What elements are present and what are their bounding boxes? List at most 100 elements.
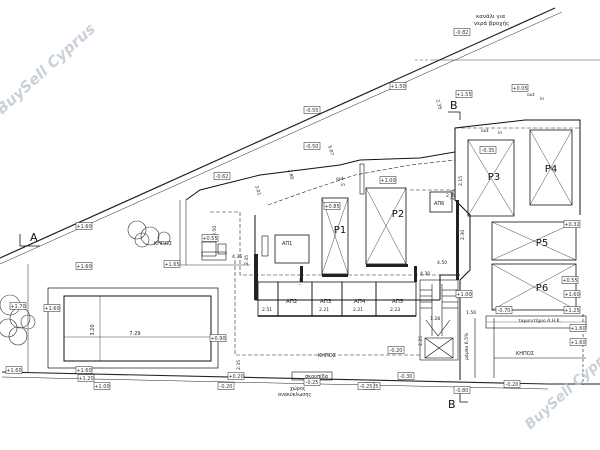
level-tag: +1.00 xyxy=(93,382,111,390)
irrigation-note-line2: νερά βροχής xyxy=(474,20,509,27)
level-tag-text: +0.55 xyxy=(202,236,217,242)
dim-2-30: 2.30 xyxy=(460,230,466,240)
level-tag: +1.50 xyxy=(389,82,407,90)
parking-p6-label: P6 xyxy=(536,283,548,294)
dim-4-36: 4.36 xyxy=(232,254,242,260)
dim-3-01: 3.01 xyxy=(253,185,262,197)
out-label-2: out xyxy=(481,128,489,134)
level-tag: -0.20 xyxy=(387,346,405,354)
level-tag: -0.20 xyxy=(503,380,521,388)
level-tag: +0.55 xyxy=(201,234,219,242)
dim-2-21b: 2.21 xyxy=(353,307,363,313)
level-tag: +1.70 xyxy=(9,302,27,310)
level-tag-text: -0.82 xyxy=(456,30,469,36)
recycling-note-line2: ανακύκλωσης xyxy=(278,391,311,398)
storage-ap3-label: ΑΠ3 xyxy=(320,299,332,305)
level-tag: -0.62 xyxy=(213,172,231,180)
garden-bottom-label: ΚΗΠΟΣ xyxy=(318,353,336,359)
level-tag: -0.35 xyxy=(479,146,497,154)
level-tag: +0.55 xyxy=(561,276,579,284)
in-label-3: in xyxy=(341,182,345,188)
section-a-marker xyxy=(19,234,40,247)
level-tag: +0.05 xyxy=(511,84,529,92)
level-tag-text: +1.60 xyxy=(76,368,91,374)
level-tag-text: -0.55 xyxy=(306,108,319,114)
level-tag-text: +0.32 xyxy=(564,222,579,228)
in-label-2: in xyxy=(498,130,502,136)
dim-1-56: 1.56 xyxy=(466,310,476,316)
level-tag: -0.80 xyxy=(453,386,471,394)
level-tag-text: +1.00 xyxy=(380,178,395,184)
dim-2-21a: 2.21 xyxy=(319,307,329,313)
level-tag: -0.20 xyxy=(217,382,235,390)
level-tag: +1.60 xyxy=(5,366,23,374)
section-b-top-marker xyxy=(448,111,461,120)
section-a-label: A xyxy=(30,231,38,244)
pool-length-label: 7.29 xyxy=(129,331,140,337)
level-tag-text: +0.20 xyxy=(228,374,243,380)
level-tag-text: +1.60 xyxy=(44,306,59,312)
level-tag-text: +1.00 xyxy=(456,292,471,298)
garden-wall-left xyxy=(179,200,250,266)
dim-2-50: 2.50 xyxy=(212,226,218,236)
level-tag: +1.00 xyxy=(379,176,397,184)
storage-ap2-label: ΑΠ2 xyxy=(286,299,297,305)
dim-2-15: 2.15 xyxy=(458,176,464,186)
level-tag-text: -0.20 xyxy=(506,382,519,388)
level-tag: -0.55 xyxy=(303,106,321,114)
level-tag: -0.82 xyxy=(453,28,471,36)
dim-2-23: 2.23 xyxy=(390,307,400,313)
level-tag-text: -0.25 xyxy=(360,384,373,390)
section-b-bottom-label: B xyxy=(448,398,456,411)
storage-ap4-label: ΑΠ4 xyxy=(354,299,366,305)
level-tag-text: +0.55 xyxy=(562,278,577,284)
level-tag: +1.55 xyxy=(455,90,473,98)
parking-bays xyxy=(321,129,577,311)
dim-2-44: 2.44 xyxy=(446,193,456,199)
level-tag-text: -0.62 xyxy=(216,174,229,180)
recycling-note-line1: χώρος xyxy=(290,385,306,392)
storage-ap1 xyxy=(274,234,310,264)
level-tag-text: +1.60 xyxy=(570,340,585,346)
level-tag-text: -0.35 xyxy=(482,148,495,154)
level-tag-text: +1.65 xyxy=(164,262,179,268)
dim-2-35b: 2.35 xyxy=(236,360,242,370)
parking-p2-label: P2 xyxy=(392,209,404,220)
level-tag: +1.60 xyxy=(569,338,587,346)
level-tag-text: +0.85 xyxy=(324,204,339,210)
parking-p3-label: P3 xyxy=(488,172,500,183)
level-tag: -0.25 xyxy=(303,378,321,386)
level-tag: +1.60 xyxy=(563,290,581,298)
dim-5-07: 5.07 xyxy=(326,145,335,157)
garden-left-label: ΚΗΠΟΣ xyxy=(154,241,172,247)
storage-ap1-label: ΑΠ1 xyxy=(282,241,292,247)
dim-2-35c: 2.35 xyxy=(434,99,443,111)
storage-ap6 xyxy=(429,191,453,213)
stair-core xyxy=(419,279,459,361)
parking-p5-label: P5 xyxy=(536,238,548,249)
level-tag-text: +0.90 xyxy=(210,336,225,342)
parking-p1-label: P1 xyxy=(334,225,346,236)
section-b-top-label: B xyxy=(450,99,458,112)
level-tag-text: +1.60 xyxy=(564,292,579,298)
garden-right-label: ΚΗΠΟΣ xyxy=(516,351,534,357)
level-tag-text: -0.25 xyxy=(306,380,319,386)
dim-2-80: 2.80 xyxy=(286,169,295,181)
swimming-pool xyxy=(47,287,219,369)
ramp-note: ράμπα 6.5% xyxy=(463,332,470,360)
storage-ap6-label: ΑΠ6 xyxy=(434,201,444,207)
dim-2-40: 2.40 xyxy=(450,190,456,200)
pool-width-label: 3.20 xyxy=(90,324,96,335)
dim-4-50: 4.50 xyxy=(437,260,447,266)
level-tag-text: +1.60 xyxy=(570,326,585,332)
level-tag: +0.90 xyxy=(209,334,227,342)
level-tag-text: -0.80 xyxy=(456,388,469,394)
level-tag: +1.60 xyxy=(569,324,587,332)
level-tag-text: -0.30 xyxy=(400,374,413,380)
entry-details xyxy=(201,163,365,381)
level-tag: +0.20 xyxy=(227,372,245,380)
level-tag-text: +1.55 xyxy=(456,92,471,98)
rubbish-note: σκουπίδα xyxy=(305,373,329,380)
level-tag: +1.25 xyxy=(563,306,581,314)
